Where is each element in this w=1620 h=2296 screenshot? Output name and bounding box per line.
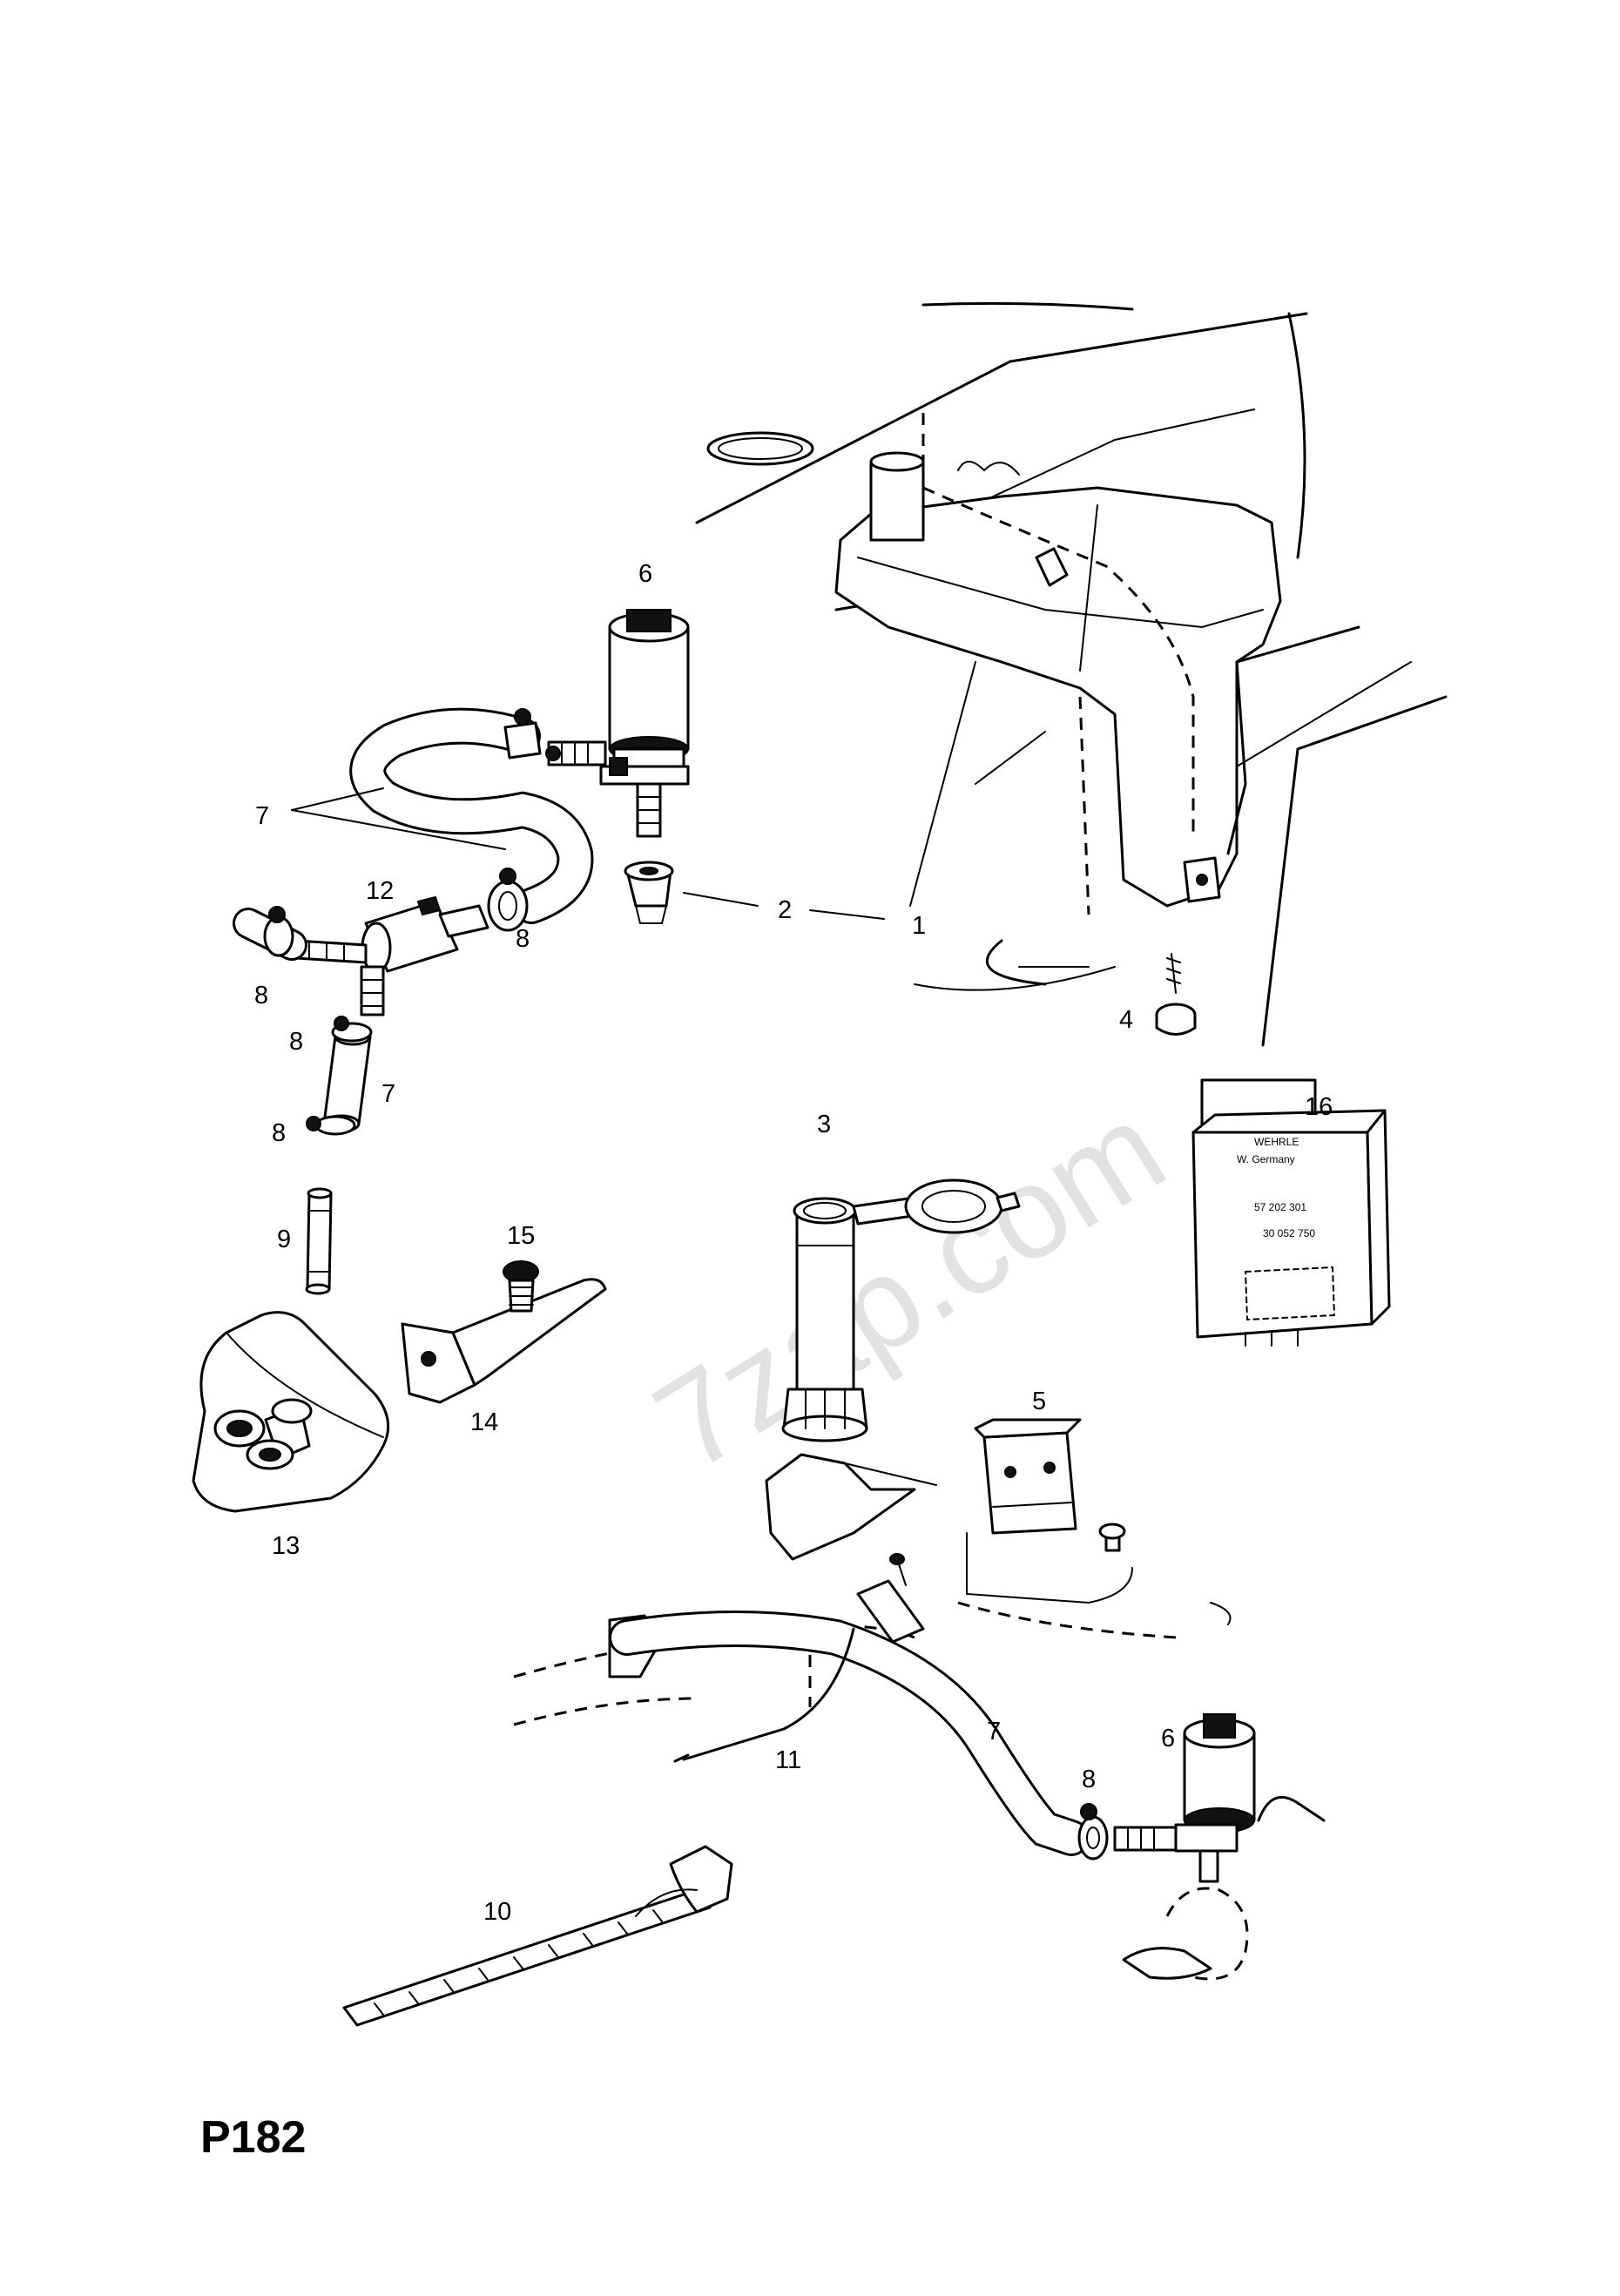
callout-6-upper: 6 [638,560,652,588]
callout-15: 15 [507,1222,535,1250]
connector-pipe [305,1187,333,1295]
callout-3: 3 [817,1111,831,1138]
relay-brand: WEHRLE [1254,1136,1299,1148]
callout-2: 2 [778,896,792,924]
hose-clamp-upper-middle [331,1016,373,1043]
hose-support-bracket [856,1553,925,1644]
filler-neck [781,1178,1021,1442]
washer-nozzle [192,1311,390,1513]
hose-clamp-left [233,906,307,961]
grommet [624,861,674,924]
hose-clamp-right [487,868,529,932]
callout-7-upper: 7 [255,802,269,830]
cable-tie [342,1845,733,2027]
callout-8-lower-middle: 8 [272,1119,286,1147]
relay-part-no-1: 57 202 301 [1254,1201,1306,1213]
callout-4: 4 [1119,1006,1133,1034]
washer-wire [673,1627,855,1763]
screw-part-15 [503,1260,539,1313]
mounting-bracket [401,1278,607,1404]
callout-14: 14 [470,1408,498,1436]
leader-1 [909,661,976,907]
leader-7a [291,787,384,811]
callout-1: 1 [912,912,926,940]
watermark: 7zap.com [631,1074,1189,1498]
leader-2b [809,909,885,920]
check-valve [294,895,489,1016]
callout-8-lower: 8 [1082,1766,1096,1793]
screw-part-4 [1155,953,1197,1036]
callout-8-right: 8 [516,925,530,953]
leader-2a [683,892,759,907]
callout-16: 16 [1305,1093,1333,1121]
callout-9: 9 [277,1226,291,1253]
callout-13: 13 [272,1532,300,1560]
pump-inlet-nipple [545,740,607,766]
leader-7b [291,809,506,850]
callout-6-lower: 6 [1161,1725,1175,1752]
hose-clamp-lower [1077,1803,1109,1860]
callout-7-lower: 7 [987,1718,1001,1746]
washer-pump-lower [1113,1713,1256,1883]
relay-part-no-2: 30 052 750 [1263,1227,1315,1239]
callout-10: 10 [483,1898,511,1926]
callout-8-upper-middle: 8 [289,1028,303,1056]
callout-8-left: 8 [254,982,268,1010]
washer-reservoir [834,409,1282,915]
callout-5: 5 [1032,1388,1046,1415]
callout-7-middle: 7 [381,1080,395,1108]
callout-12: 12 [366,877,394,905]
retaining-bracket [966,1418,1133,1604]
vehicle-lower-edge [513,1453,1326,1822]
hose-clamp-lower-middle [306,1115,356,1136]
relay-origin: W. Germany [1237,1153,1295,1165]
washer-hose-lower [609,1611,1090,1856]
wiper-relay: WEHRLE W. Germany 57 202 301 30 052 750 [1191,1078,1391,1347]
callout-11: 11 [775,1746,801,1774]
page-reference: P182 [200,2112,306,2163]
washer-pump-upper [599,609,690,838]
washer-hose-upper [349,707,594,924]
pump-mount-lower [1122,1887,1249,1981]
